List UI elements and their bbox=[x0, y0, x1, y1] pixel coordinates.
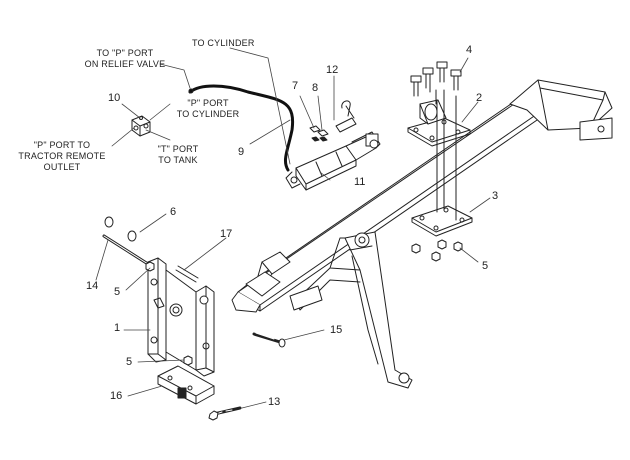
pin-and-clips bbox=[102, 216, 199, 283]
callout-14: 14 bbox=[86, 280, 99, 292]
callout-9: 9 bbox=[238, 146, 245, 158]
hydraulic-cylinder bbox=[285, 131, 381, 191]
bottom-plate bbox=[411, 205, 473, 237]
hydraulic-hose bbox=[188, 84, 295, 172]
nut-lower bbox=[183, 355, 193, 366]
callout-7: 7 bbox=[292, 80, 299, 92]
callout-5-top-left: 5 bbox=[114, 286, 121, 298]
relief-valve bbox=[131, 115, 151, 137]
hitch-plate bbox=[157, 365, 215, 405]
leader-lines bbox=[95, 47, 491, 409]
support-frame bbox=[245, 231, 413, 389]
label-p-port-to-cylinder: "P" PORT TO CYLINDER bbox=[176, 98, 240, 119]
bolt-15 bbox=[252, 332, 286, 348]
main-boom-beam bbox=[231, 79, 613, 313]
callout-13: 13 bbox=[268, 396, 281, 408]
mounting-bracket bbox=[147, 257, 215, 377]
nuts-right bbox=[411, 239, 463, 262]
fittings bbox=[309, 100, 357, 142]
callout-12: 12 bbox=[326, 64, 339, 76]
callout-5-right: 5 bbox=[482, 260, 489, 272]
callout-5-lower: 5 bbox=[126, 356, 133, 368]
label-p-port-tractor-remote: "P" PORT TO TRACTOR REMOTE OUTLET bbox=[18, 140, 106, 172]
long-bolts bbox=[410, 61, 462, 221]
callout-4: 4 bbox=[466, 44, 473, 56]
callout-16: 16 bbox=[110, 390, 123, 402]
callout-6: 6 bbox=[170, 206, 177, 218]
label-t-port-to-tank: "T" PORT TO TANK bbox=[157, 144, 199, 165]
bolt-13 bbox=[208, 406, 242, 421]
callout-1: 1 bbox=[114, 322, 121, 334]
callout-2: 2 bbox=[476, 92, 483, 104]
callout-15: 15 bbox=[330, 324, 343, 336]
top-mount-plate bbox=[407, 99, 471, 147]
callout-11: 11 bbox=[354, 176, 366, 188]
callout-3: 3 bbox=[492, 190, 499, 202]
label-p-port-relief-valve: TO "P" PORT ON RELIEF VALVE bbox=[84, 48, 166, 69]
callout-8: 8 bbox=[312, 82, 319, 94]
callout-10: 10 bbox=[108, 92, 121, 104]
callout-17: 17 bbox=[220, 228, 233, 240]
label-to-cylinder-top: TO CYLINDER bbox=[192, 38, 255, 48]
